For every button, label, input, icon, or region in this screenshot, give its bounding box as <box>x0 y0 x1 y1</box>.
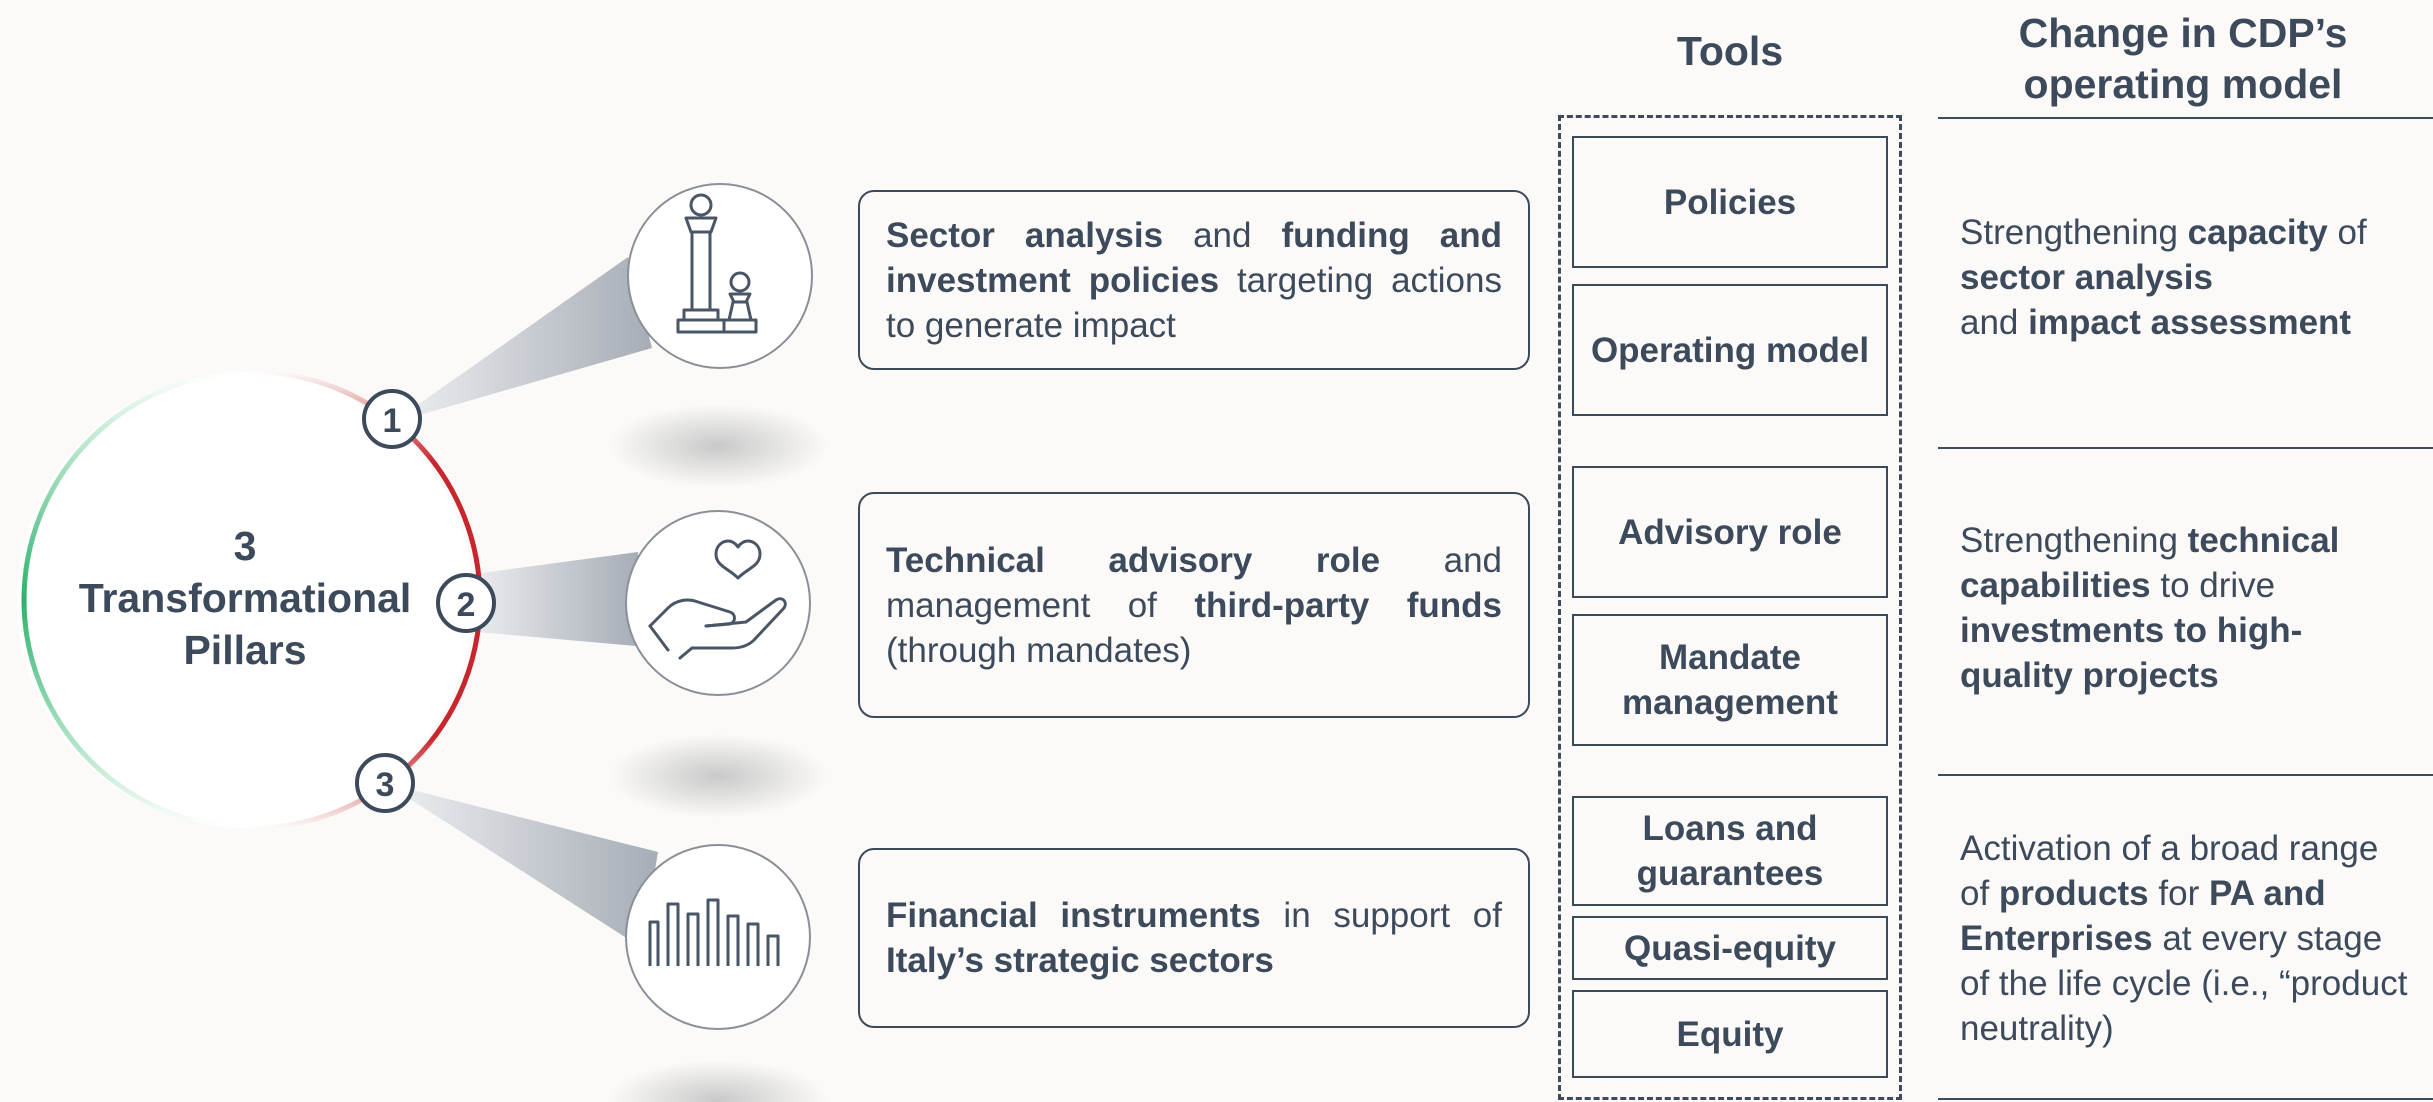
tool-policies: Policies <box>1572 136 1888 268</box>
tools-frame <box>1558 115 1902 1100</box>
pillars-number: 3 <box>233 523 257 569</box>
bar-chart-icon <box>625 844 811 1030</box>
marker-label-1: 1 <box>383 402 402 440</box>
shadow-3 <box>608 1060 828 1102</box>
description-text-3: Financial instruments in support of Ital… <box>886 896 1502 980</box>
pillars-circle-green-arc <box>21 369 253 831</box>
pillars-circle <box>17 372 473 828</box>
pillars-title-line1: Transformational <box>78 575 412 621</box>
divider-4 <box>1938 1098 2433 1100</box>
description-box-3: Financial instruments in support of Ital… <box>858 848 1530 1028</box>
chess-pieces-icon <box>627 183 813 369</box>
marker-1 <box>362 389 422 449</box>
divider-3 <box>1938 774 2433 776</box>
change-text-3: Activation of a broad range of products … <box>1960 829 2408 1048</box>
pillars-title-line2: Pillars <box>183 627 307 673</box>
marker-2 <box>436 573 496 633</box>
tool-quasi-equity: Quasi-equity <box>1572 916 1888 980</box>
change-text-2: Strengthening technical capabilities to … <box>1960 521 2340 695</box>
beam-1 <box>392 257 652 423</box>
description-box-2: Technical advisory role and management o… <box>858 492 1530 718</box>
tool-mandate-management: Mandate management <box>1572 614 1888 746</box>
tool-equity: Equity <box>1572 990 1888 1078</box>
change-heading: Change in CDP’s operating model <box>2018 10 2348 107</box>
pillars-title: 3 Transformational Pillars <box>20 520 470 676</box>
tool-operating-model: Operating model <box>1572 284 1888 416</box>
tool-loans-and-guarantees: Loans and guarantees <box>1572 796 1888 906</box>
marker-3 <box>355 753 415 813</box>
heart-in-hand-icon <box>625 510 811 696</box>
divider-1 <box>1938 117 2433 119</box>
shadow-2 <box>608 734 828 818</box>
beam-3 <box>385 783 658 948</box>
description-text-1: Sector analysis and funding and investme… <box>886 215 1502 345</box>
tools-heading: Tools <box>1676 28 1784 74</box>
description-box-1: Sector analysis and funding and investme… <box>858 190 1530 370</box>
marker-label-2: 2 <box>457 586 476 624</box>
beam-2 <box>466 552 638 646</box>
change-text-1: Strengthening capacity of sector analysi… <box>1960 213 2367 342</box>
divider-2 <box>1938 447 2433 449</box>
marker-label-3: 3 <box>376 766 395 804</box>
tool-advisory-role: Advisory role <box>1572 466 1888 598</box>
shadow-1 <box>608 404 828 488</box>
description-text-2: Technical advisory role and management o… <box>886 540 1503 670</box>
